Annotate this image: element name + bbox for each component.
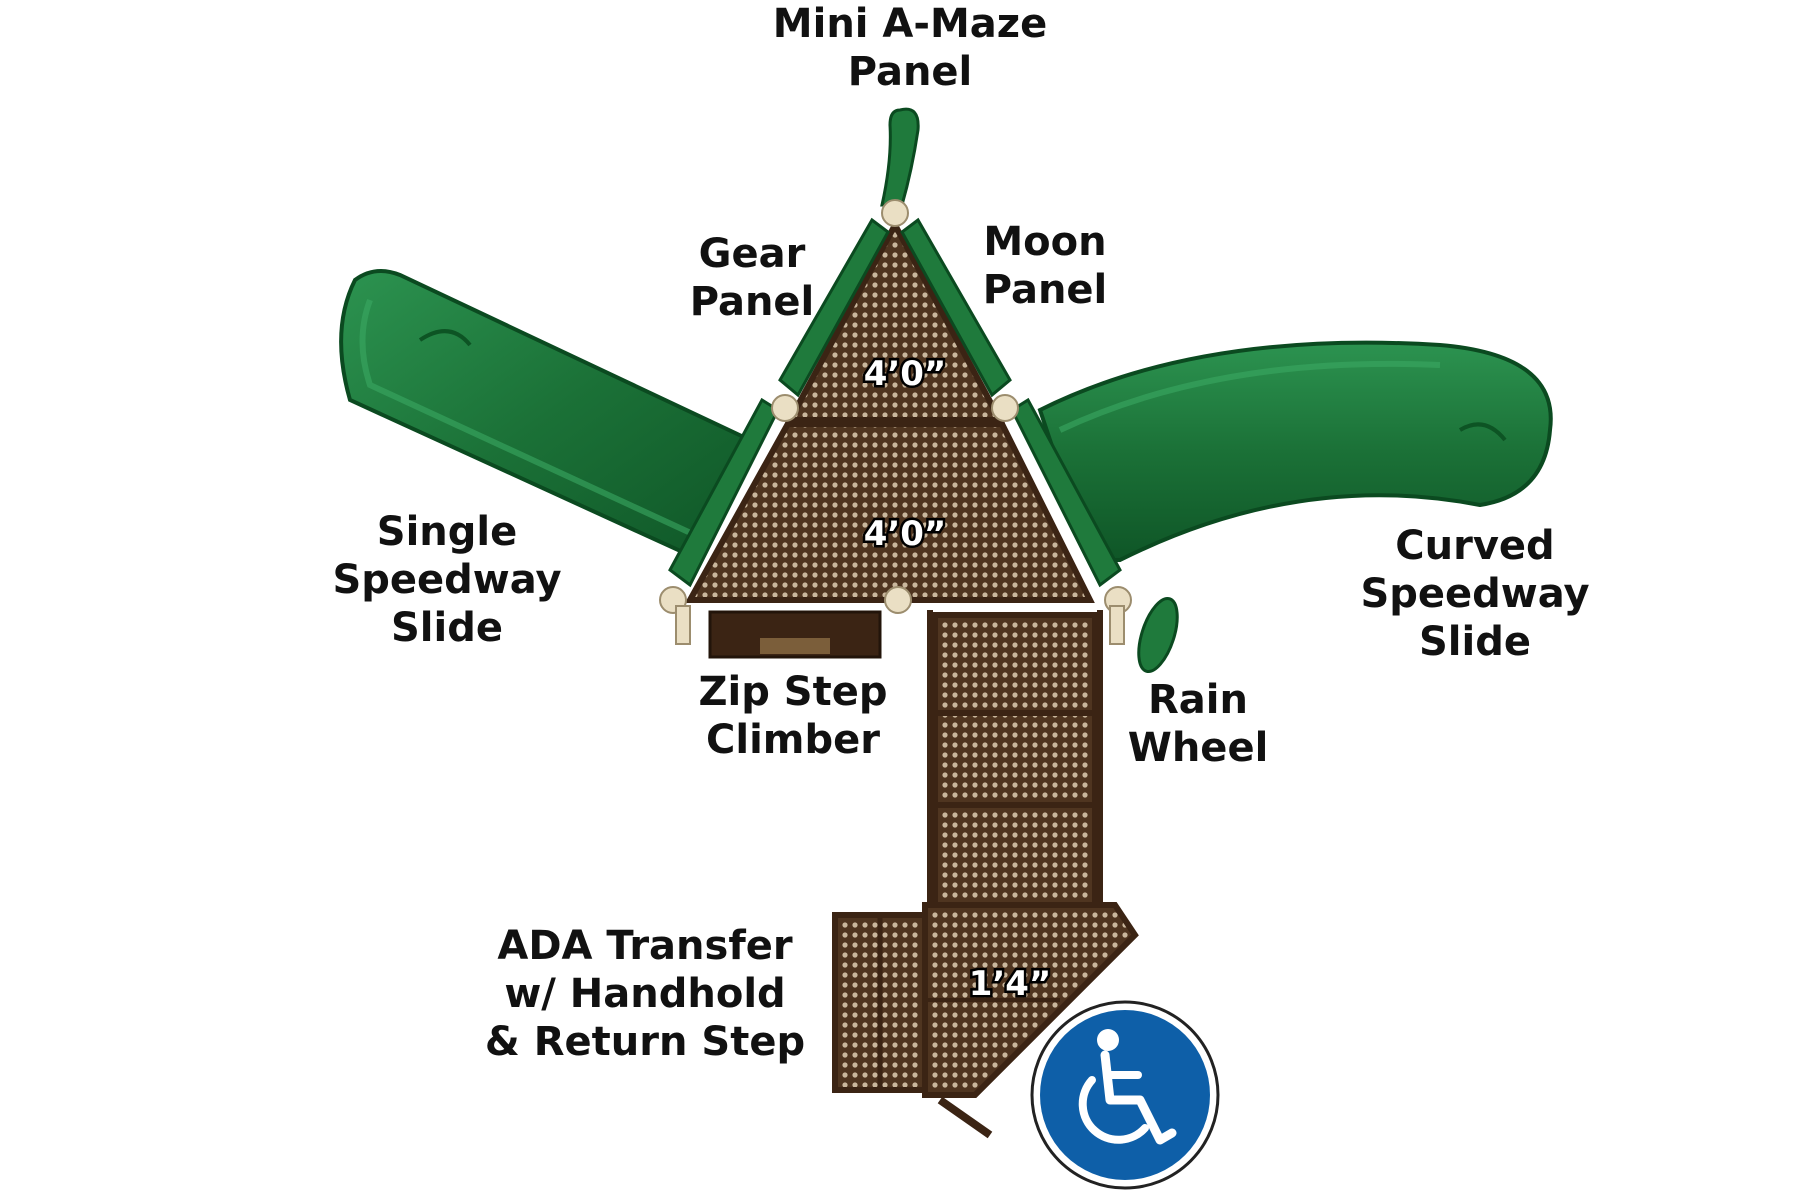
label-line: Speedway (1360, 571, 1590, 617)
label-rain-wheel: Rain Wheel (1128, 676, 1269, 772)
label-gear-panel: Gear Panel (690, 230, 815, 326)
label-line: Single (376, 509, 518, 555)
label-line: Panel (847, 49, 973, 95)
label-zip-step-climber: Zip Step Climber (699, 668, 888, 764)
curved-speedway-slide (1037, 340, 1553, 562)
label-line: Wheel (1127, 725, 1269, 771)
label-line: Speedway (332, 557, 562, 603)
dimension-top-deck: 4’0” (864, 354, 947, 394)
label-line: ADA Transfer (497, 923, 793, 969)
label-line: Climber (706, 717, 880, 763)
label-line: Mini A-Maze (772, 1, 1048, 47)
label-line: Curved (1395, 523, 1555, 569)
rain-wheel (1137, 597, 1179, 673)
label-single-speedway-slide: Single Speedway Slide (332, 508, 561, 652)
wheelchair-accessibility-icon (1030, 1000, 1220, 1190)
main-deck (684, 417, 1095, 603)
label-ada-transfer: ADA Transfer w/ Handhold & Return Step (485, 922, 805, 1066)
label-line: Rain (1148, 677, 1248, 723)
label-line: Gear (698, 231, 806, 277)
label-mini-a-maze-panel: Mini A-Maze Panel (773, 0, 1047, 96)
dimension-main-deck: 4’0” (864, 514, 947, 554)
label-line: Zip Step (698, 669, 888, 715)
single-speedway-slide (339, 269, 753, 563)
label-moon-panel: Moon Panel (983, 218, 1108, 314)
label-line: Slide (1419, 619, 1531, 665)
label-line: w/ Handhold (504, 971, 786, 1017)
zip-step-climber (708, 610, 882, 659)
moon-panel (900, 217, 1122, 588)
label-curved-speedway-slide: Curved Speedway Slide (1360, 522, 1589, 666)
label-line: Panel (689, 279, 815, 325)
dimension-transfer-deck: 1’4” (969, 964, 1052, 1004)
ada-transfer-deck (832, 902, 1139, 1139)
label-line: Moon (983, 219, 1107, 265)
label-line: & Return Step (484, 1019, 806, 1065)
label-line: Panel (982, 267, 1108, 313)
stair-deck (927, 610, 1103, 910)
posts (659, 199, 1132, 645)
label-line: Slide (391, 605, 503, 651)
mini-a-maze-panel (880, 107, 920, 207)
gear-panel (668, 217, 890, 588)
